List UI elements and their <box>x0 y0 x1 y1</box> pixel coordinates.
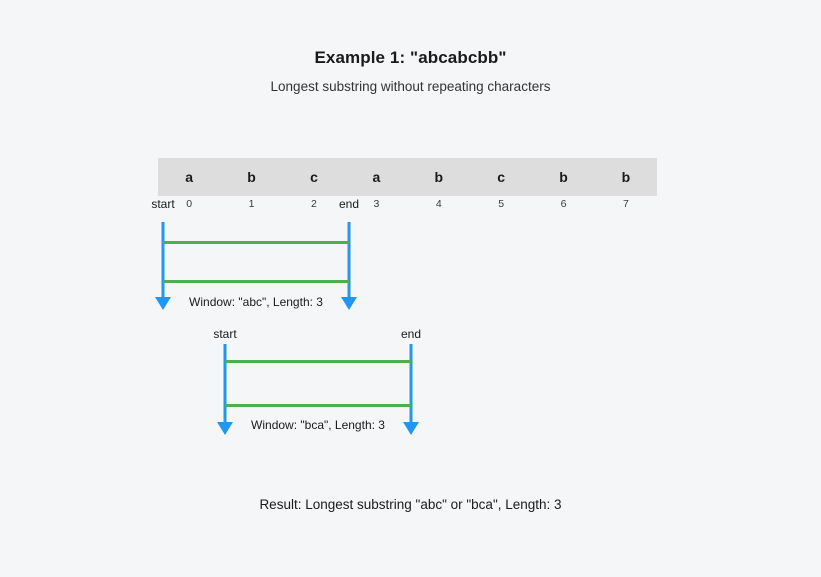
page-subtitle: Longest substring without repeating char… <box>270 79 551 94</box>
window-start-arrow-icon <box>217 422 233 435</box>
char-cell: a <box>372 169 381 185</box>
char-index: 4 <box>435 198 442 210</box>
char-cell: a <box>185 169 194 185</box>
char-index: 5 <box>498 198 505 210</box>
char-cell: b <box>434 169 444 185</box>
char-index: 2 <box>311 198 317 210</box>
char-cell: b <box>247 169 256 185</box>
window-start-label: start <box>213 327 237 341</box>
window-start-label: start <box>151 197 175 211</box>
char-cell: b <box>559 169 568 185</box>
page-title: Example 1: "abcabcbb" <box>314 48 507 67</box>
window-top-edge <box>163 241 349 244</box>
window-summary-label: Window: "bca", Length: 3 <box>251 418 385 432</box>
char-index: 1 <box>248 198 255 210</box>
char-index: 6 <box>560 198 567 210</box>
window-start-pointer-line <box>161 222 165 297</box>
char-index: 7 <box>623 198 629 210</box>
window-end-pointer-line <box>409 344 413 422</box>
char-cell: c <box>310 169 318 185</box>
window-top-edge <box>225 360 411 363</box>
window-end-pointer-line <box>347 222 351 297</box>
window-end-arrow-icon <box>403 422 419 435</box>
char-index: 0 <box>186 198 193 210</box>
window-end-arrow-icon <box>341 297 357 310</box>
window-start-pointer-line <box>223 344 227 422</box>
result-text: Result: Longest substring "abc" or "bca"… <box>259 497 562 512</box>
window-summary-label: Window: "abc", Length: 3 <box>189 295 323 309</box>
char-cell: b <box>621 169 631 185</box>
window-end-label: end <box>400 327 422 341</box>
window-start-arrow-icon <box>155 297 171 310</box>
index-row: 0 1 2 3 4 5 6 7 <box>158 198 657 210</box>
char-cell: c <box>497 169 506 185</box>
window-bottom-edge <box>225 404 411 407</box>
char-index: 3 <box>373 198 380 210</box>
window-bottom-edge <box>163 280 349 283</box>
window-end-label: end <box>338 197 360 211</box>
